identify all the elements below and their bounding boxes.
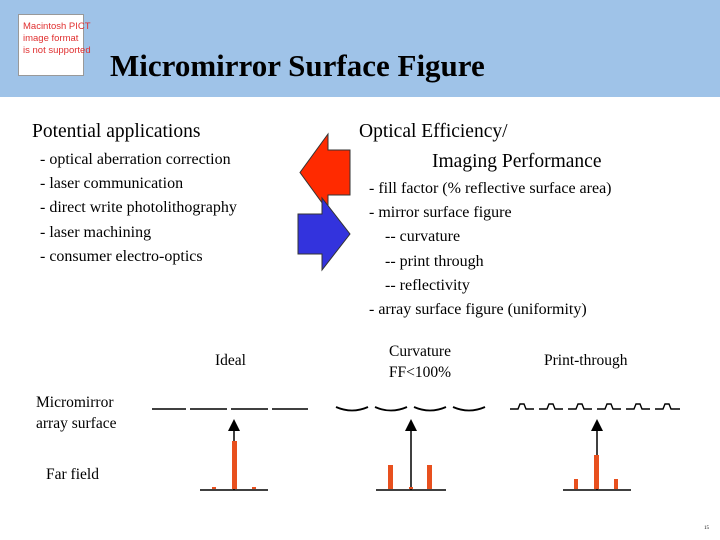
efficiency-heading-line1: Optical Efficiency/ (359, 121, 508, 142)
arrow-right-icon (297, 196, 351, 272)
efficiency-subitem: -- reflectivity (385, 276, 470, 294)
title-banner (0, 0, 720, 97)
slide-title: Micromirror Surface Figure (110, 48, 485, 83)
efficiency-item: - fill factor (% reflective surface area… (369, 180, 612, 197)
application-item: - laser machining (40, 223, 152, 241)
application-item: - direct write photolithography (40, 199, 237, 217)
row-label-surface-line2: array surface (36, 415, 117, 432)
efficiency-heading-line2: Imaging Performance (432, 151, 602, 172)
far-field-peaks (212, 441, 618, 489)
column-label-curvature: Curvature FF<100% (370, 341, 470, 383)
page-number: 15 (704, 526, 709, 531)
far-field-axes (200, 419, 631, 491)
efficiency-item: - mirror surface figure (369, 204, 512, 222)
efficiency-subitem: -- curvature (385, 228, 461, 246)
row-label-surface: Micromirror array surface (36, 392, 116, 434)
column-label-curvature-line2: FF<100% (388, 364, 452, 381)
print-through-surface-profile (510, 403, 680, 410)
column-label-print-through: Print-through (544, 352, 628, 369)
column-label-curvature-line1: Curvature (389, 343, 451, 360)
pict-text-line: image format (23, 33, 79, 44)
arrow-left-icon (299, 132, 351, 213)
efficiency-list: - fill factor (% reflective surface area… (369, 177, 612, 322)
application-item: - laser communication (40, 175, 184, 193)
row-label-far-field: Far field (46, 466, 99, 483)
row-label-surface-line1: Micromirror (36, 394, 114, 411)
pict-text-line: is not supported (23, 45, 91, 56)
efficiency-subitem: -- print through (385, 252, 484, 270)
efficiency-item: - array surface figure (uniformity) (369, 301, 587, 319)
applications-list: - optical aberration correction - laser … (40, 148, 237, 269)
column-label-ideal: Ideal (215, 352, 246, 369)
pict-placeholder-image: Macintosh PICT image format is not suppo… (18, 14, 91, 76)
applications-heading: Potential applications (32, 121, 201, 142)
pict-text-line: Macintosh PICT (23, 21, 91, 32)
curvature-surface-profile (335, 406, 486, 412)
application-item: - consumer electro-optics (40, 247, 203, 265)
application-item: - optical aberration correction (40, 151, 231, 168)
